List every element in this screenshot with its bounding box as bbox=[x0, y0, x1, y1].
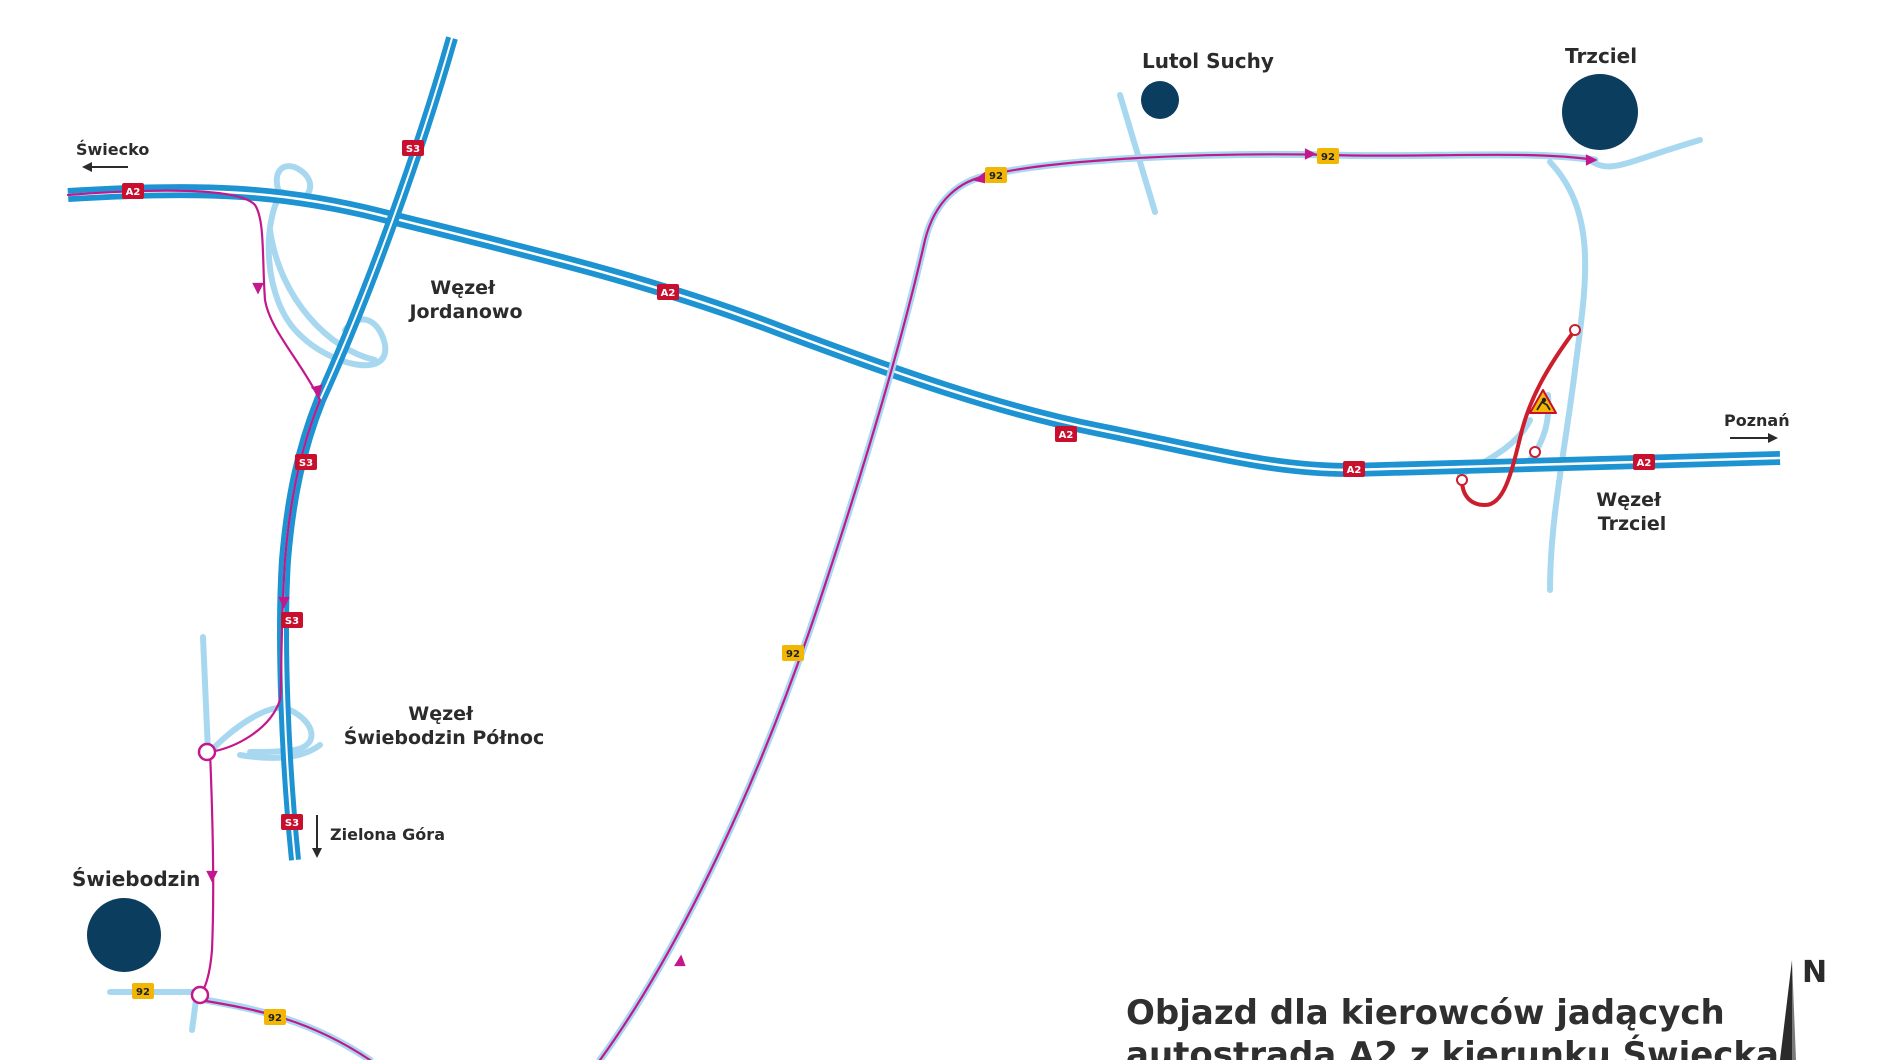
label-wezel-jordanowo: Węzeł Jordanowo bbox=[407, 277, 522, 323]
shield-92: 92 bbox=[985, 167, 1007, 183]
road-92 bbox=[201, 150, 1599, 1060]
roundabouts bbox=[190, 742, 217, 1005]
secondary-roads bbox=[107, 92, 1703, 1033]
shield-label: S3 bbox=[406, 144, 420, 155]
detour-route bbox=[66, 148, 1598, 1060]
swiebodzin-ramp bbox=[207, 705, 315, 755]
trzciel-south-road bbox=[1547, 159, 1589, 593]
motorways bbox=[67, 36, 1781, 861]
shield-label: A2 bbox=[126, 187, 141, 198]
shield-label: 92 bbox=[136, 987, 150, 998]
shield-s3: S3 bbox=[295, 454, 317, 470]
town-trzciel bbox=[1562, 74, 1638, 150]
label-zielona-gora: Zielona Góra bbox=[330, 825, 445, 844]
closed-section bbox=[1460, 328, 1577, 508]
direction-arrow-icon bbox=[312, 815, 322, 858]
roundabout-north bbox=[197, 742, 217, 762]
shield-a2: A2 bbox=[1633, 454, 1655, 470]
label-poznan: Poznań bbox=[1724, 411, 1790, 430]
lutol-road bbox=[1117, 92, 1158, 215]
shield-label: 92 bbox=[268, 1013, 282, 1024]
shield-a2: A2 bbox=[1055, 426, 1077, 442]
detour-segment-a2 bbox=[66, 189, 322, 754]
closed-section-points bbox=[1456, 324, 1581, 486]
label-swiebodzin: Świebodzin bbox=[72, 867, 200, 891]
direction-arrow-icon bbox=[82, 162, 128, 172]
shield-label: S3 bbox=[299, 458, 313, 469]
shield-s3: S3 bbox=[402, 140, 424, 156]
road-92-main bbox=[201, 150, 1599, 1060]
label-wezel-swiebodzin-polnoc: Węzeł Świebodzin Północ bbox=[344, 703, 544, 749]
swiebodzin-north-road bbox=[200, 634, 211, 755]
direction-arrow-icon bbox=[973, 171, 986, 184]
direction-arrow-icon bbox=[674, 954, 686, 967]
town-swiebodzin bbox=[87, 898, 161, 972]
jordanowo-ramp-link bbox=[267, 227, 378, 363]
direction-arrow-icon bbox=[278, 596, 290, 609]
shields-s3: S3 S3 S3 S3 bbox=[281, 140, 424, 830]
detour-segment-swiebodzin bbox=[198, 750, 215, 995]
shield-92: 92 bbox=[264, 1009, 286, 1025]
label-wezel-trzciel: Węzeł Trzciel bbox=[1596, 489, 1667, 535]
label-lutol-suchy: Lutol Suchy bbox=[1142, 49, 1274, 73]
shield-a2: A2 bbox=[1343, 461, 1365, 477]
detour-segment-92 bbox=[198, 153, 1597, 1060]
direction-arrow-icon bbox=[1304, 148, 1317, 160]
label-trzciel: Trzciel bbox=[1565, 44, 1637, 68]
shield-92: 92 bbox=[1317, 148, 1339, 164]
town-lutol-suchy bbox=[1141, 81, 1179, 119]
roadworks-warning-icon bbox=[1529, 389, 1557, 414]
roundabout-south bbox=[190, 985, 210, 1005]
shields-92: 92 92 92 92 92 bbox=[132, 148, 1339, 1025]
shield-s3: S3 bbox=[281, 612, 303, 628]
shield-label: S3 bbox=[285, 818, 299, 829]
shield-label: A2 bbox=[661, 288, 676, 299]
swiebodzin-south-road bbox=[189, 997, 199, 1033]
map-title-line1: Objazd dla kierowców jadących bbox=[1126, 993, 1725, 1033]
north-label: N bbox=[1802, 955, 1827, 990]
north-arrow-icon: N bbox=[1780, 955, 1827, 1060]
shield-label: 92 bbox=[1321, 152, 1335, 163]
trzciel-east-road bbox=[1587, 137, 1703, 170]
shield-92: 92 bbox=[132, 983, 154, 999]
shield-a2: A2 bbox=[122, 183, 144, 199]
map-title: Objazd dla kierowców jadących autostradą… bbox=[1126, 993, 1779, 1060]
towns bbox=[87, 74, 1638, 972]
shield-92: 92 bbox=[782, 645, 804, 661]
shield-a2: A2 bbox=[657, 284, 679, 300]
direction-arrow-icon bbox=[1730, 433, 1778, 443]
shield-label: A2 bbox=[1637, 458, 1652, 469]
shield-label: 92 bbox=[989, 171, 1003, 182]
shield-s3: S3 bbox=[281, 814, 303, 830]
label-swiecko: Świecko bbox=[76, 140, 149, 159]
shield-label: S3 bbox=[285, 616, 299, 627]
direction-arrow-icon bbox=[310, 384, 323, 397]
shields-a2: A2 A2 A2 A2 A2 bbox=[122, 183, 1655, 477]
shield-label: 92 bbox=[786, 649, 800, 660]
direction-arrow-icon bbox=[252, 282, 264, 295]
direction-arrow-icon bbox=[206, 870, 218, 883]
direction-arrow-icon bbox=[1585, 154, 1598, 166]
map-title-line2: autostradą A2 z kierunku Świecka bbox=[1126, 1034, 1779, 1060]
direction-arrows bbox=[82, 162, 1778, 858]
shield-label: A2 bbox=[1059, 430, 1074, 441]
shield-label: A2 bbox=[1347, 465, 1362, 476]
